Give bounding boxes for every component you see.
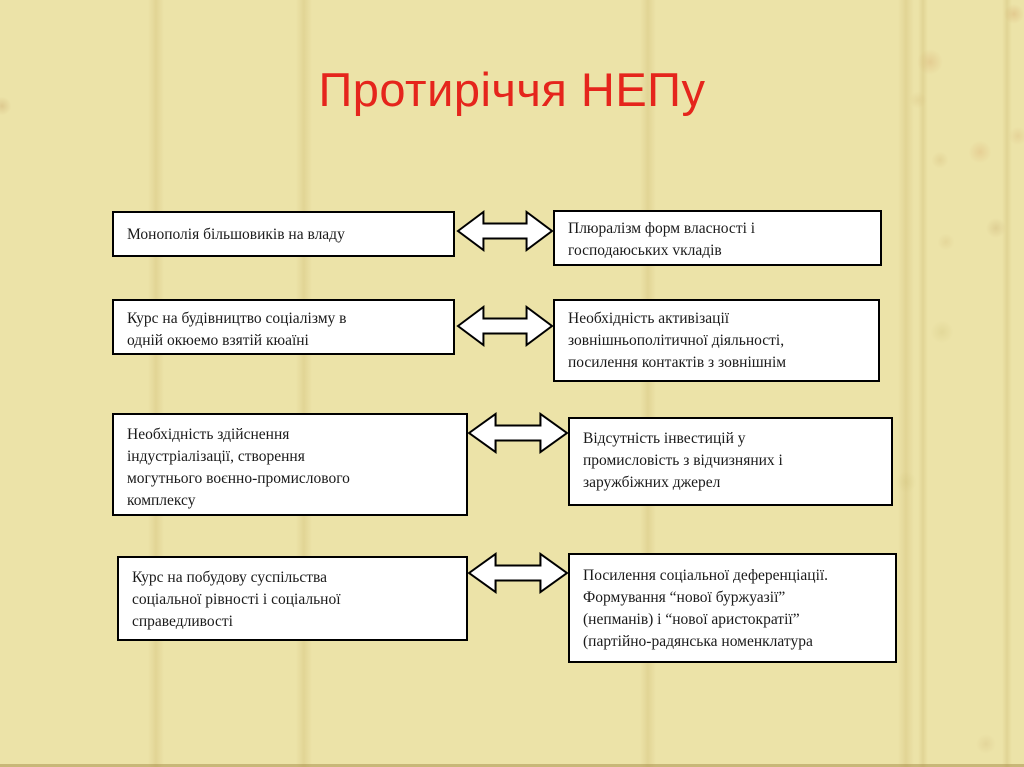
contradiction-box-row1-right: Плюралізм форм власності і господаюських… [553,210,882,266]
contradiction-box-row4-right: Посилення соціальної деференціації. Форм… [568,553,897,663]
contradiction-box-row2-right: Необхідність активізації зовнішньополіти… [553,299,880,382]
contradiction-box-row2-left: Курс на будівництво соціалізму в одній о… [112,299,455,355]
slide-title: Протиріччя НЕПу [318,63,706,116]
contradiction-box-row3-left: Необхідність здійснення індустріалізації… [112,413,468,516]
double-arrow-icon [456,303,554,349]
contradiction-box-row4-left: Курс на побудову суспільства соціальної … [117,556,468,641]
contradiction-box-row3-right: Відсутність інвестицій у промисловість з… [568,417,893,506]
double-arrow-icon [456,208,554,254]
double-arrow-icon [467,550,569,596]
double-arrow-icon [467,410,569,456]
contradiction-box-row1-left: Монополія більшовиків на владу [112,211,455,257]
